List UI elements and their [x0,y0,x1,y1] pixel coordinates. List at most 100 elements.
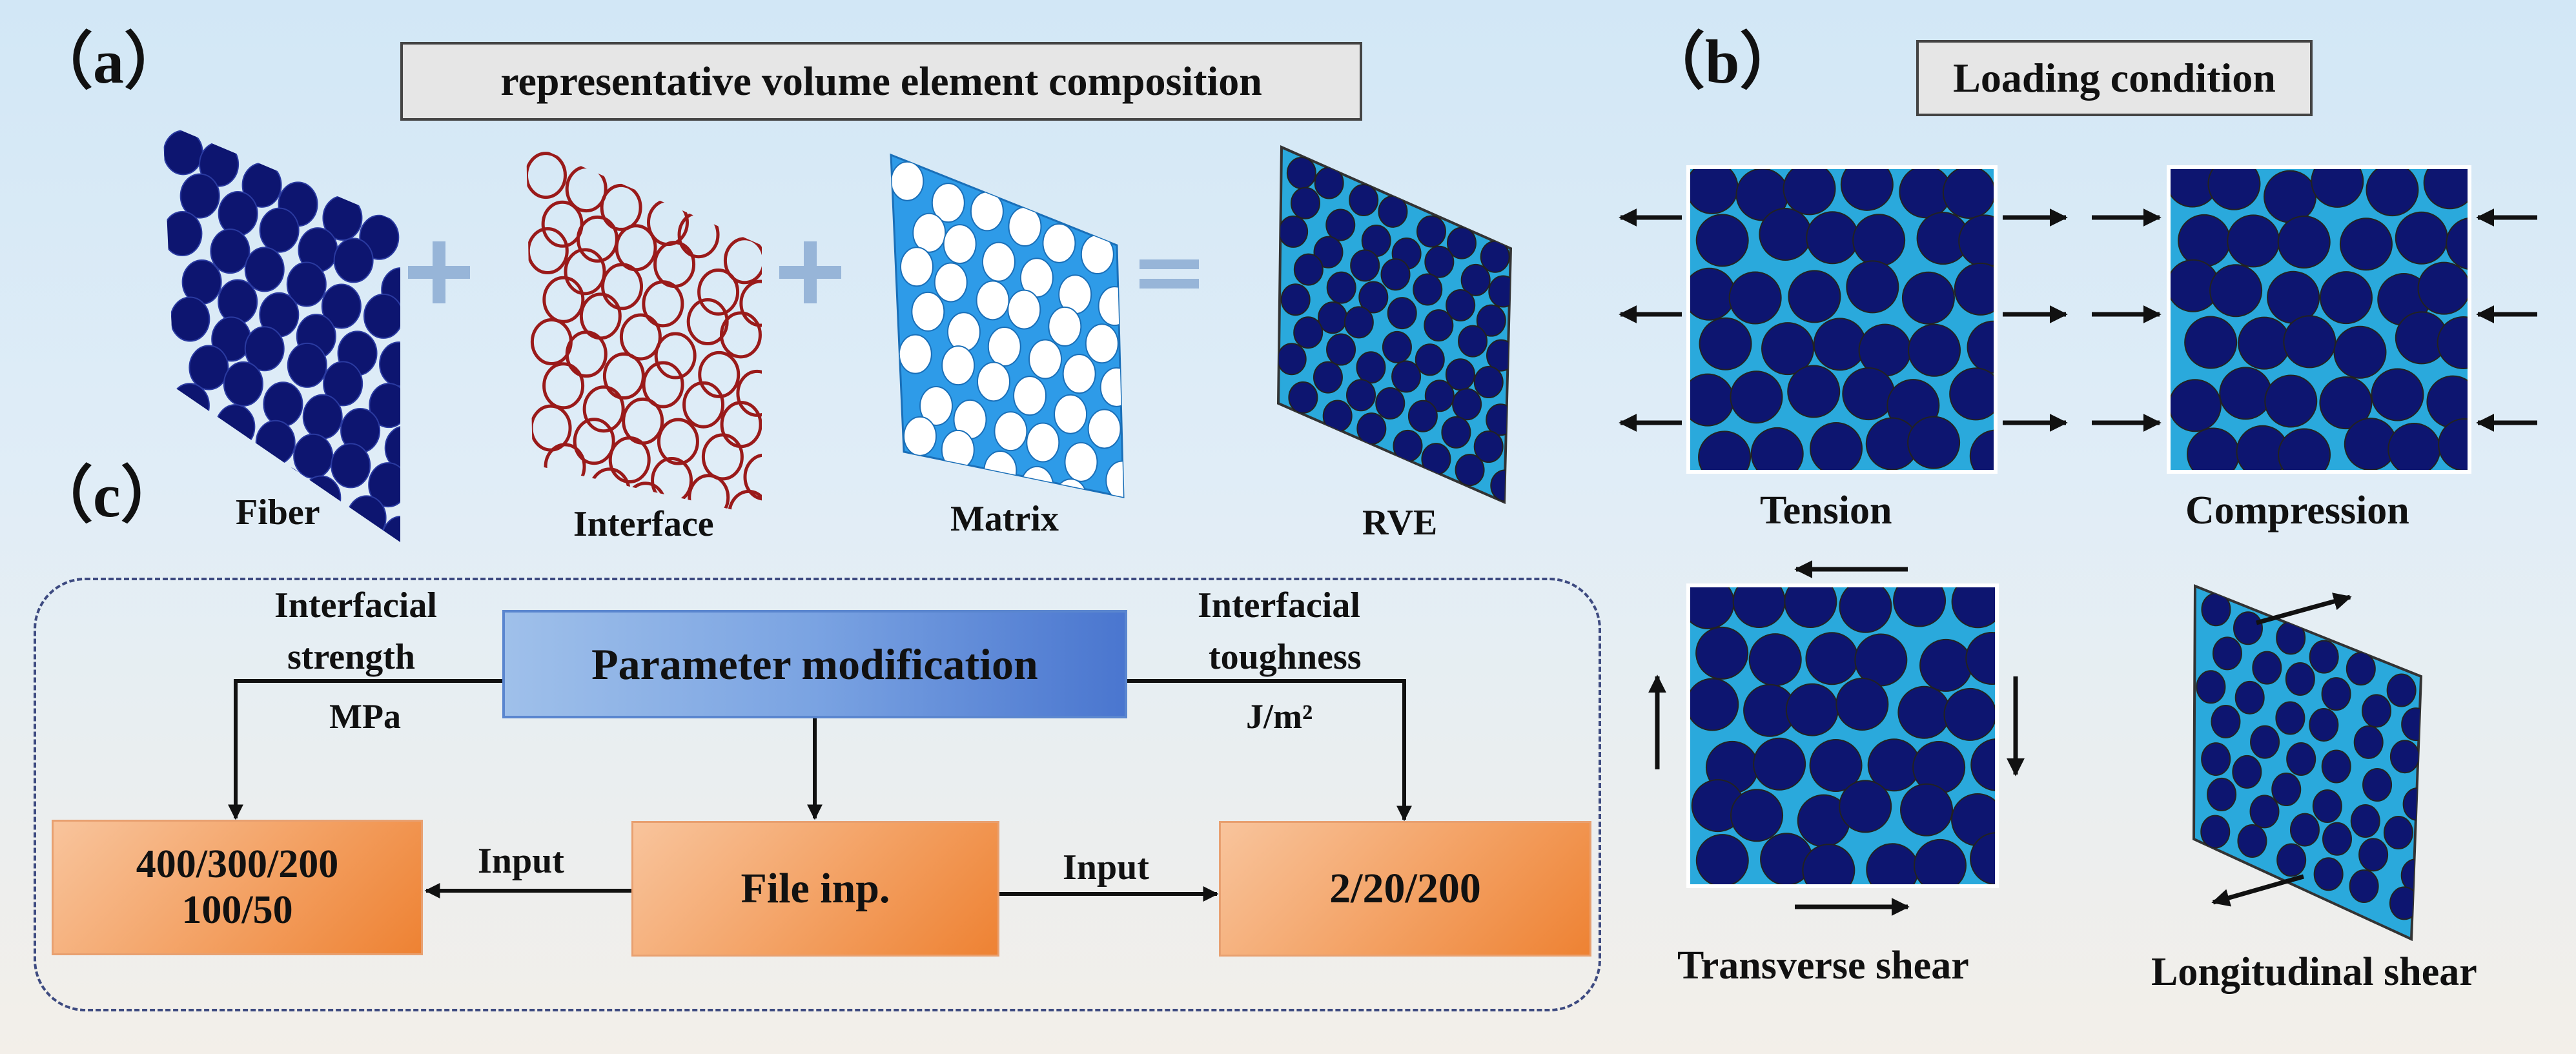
square-fiber [1970,832,1995,884]
long-fiber [2276,843,2307,877]
strength-unit: MPa [329,697,401,736]
rve-fiber [1326,333,1356,366]
square-fiber [1699,317,1752,370]
matrix-hole [983,451,1017,491]
square-fiber [1806,211,1859,265]
square-fiber [1943,687,1995,741]
fiber-circle [244,326,285,372]
matrix-hole [898,334,932,374]
interface-ring [602,352,645,400]
square-fiber [1732,587,1786,628]
matrix-hole [1062,354,1096,394]
square-fiber [1805,632,1859,685]
square-fiber [1970,738,1995,791]
interface-ring [743,453,762,501]
square-fiber [1785,683,1839,736]
toughness-connector [1127,679,1412,822]
interface-ring [728,489,762,516]
interface-ring [720,401,762,449]
rve-fiber [1446,227,1477,259]
matrix-hole [943,224,977,265]
matrix-hole [891,161,925,201]
matrix-holes [891,161,1123,497]
long-fiber [2362,694,2392,728]
square-fiber [1907,323,1961,377]
square-fiber [1695,214,1749,267]
long-fiber [2321,677,2351,711]
matrix-hole [1028,339,1063,380]
matrix-hole [1080,234,1114,275]
rve-fiber [1460,263,1491,296]
long-fiber [2346,652,2376,686]
long-fiber [2237,824,2267,858]
matrix-hole [1054,394,1088,434]
fiber-circle [215,404,256,450]
square-fiber [1783,169,1836,216]
square-fiber [2178,214,2231,267]
long-fiber [2211,704,2241,738]
toughness-label-line1: Interfacial [1198,585,1360,625]
interface-ring [653,241,696,289]
square-fiber [1897,685,1951,739]
square-fiber [2283,315,2336,369]
rve-fiber [1326,271,1356,304]
square-fiber [2339,218,2393,271]
square-fiber [2264,374,2318,428]
fiber-circle [368,462,400,508]
square-fiber [1901,271,1955,325]
square-fiber [1949,367,1994,421]
matrix-hole [1013,376,1047,416]
matrix-hole [911,291,945,332]
panel-a-label: （a） [31,27,186,96]
interface-ring [688,474,730,516]
long-fiber [2322,822,2353,856]
rve-fiber [1322,400,1353,432]
square-fiber [1893,587,1947,627]
square-fiber [1842,367,1896,421]
long-fiber [2401,707,2421,742]
square-fiber [2446,218,2468,270]
square-fiber [2264,170,2317,223]
square-fiber [1954,262,1994,316]
rve-fiber [1290,187,1320,219]
interface-ring [739,279,762,327]
square-fibers [2171,169,2468,470]
square-fiber [2333,325,2387,379]
square-fiber [2227,214,2280,268]
long-fiber [2232,755,2262,789]
rve-fiber [1382,330,1412,363]
rve-fiber [1278,215,1309,248]
matrix-hole [1099,367,1123,407]
interface-ring [526,152,567,199]
long-fibers [2196,593,2421,920]
square-fiber [1839,587,1892,633]
fiber-circle [223,361,263,407]
fiber-circle [169,383,210,429]
long-fiber [2386,673,2417,707]
square-fiber [2277,216,2331,269]
interface-ring [544,443,586,491]
long-fiber [2383,816,2413,850]
square-fiber [2278,428,2331,470]
longitudinal-shear-plate [2192,584,2423,942]
equals-operator [1140,279,1199,289]
matrix-panel [890,153,1125,498]
interface-ring [657,418,699,465]
fiber-circle [244,247,285,292]
compression-label: Compression [2185,489,2409,532]
matrix-hole [987,326,1021,367]
toughness-label-line2: toughness [1209,637,1362,677]
rve-fiber [1446,289,1476,321]
rve-panel [1276,145,1513,505]
file-inp-box: File inp. [631,821,999,957]
matrix-hole [976,361,1010,402]
square-fiber [1942,169,1994,219]
interface-ring [565,330,608,378]
interface-ring [573,418,615,465]
long-fiber [2196,670,2226,704]
square-fiber [2438,418,2468,470]
plus-operator [804,241,817,303]
fiber-label: Fiber [236,492,320,532]
long-fiber [2362,768,2393,802]
